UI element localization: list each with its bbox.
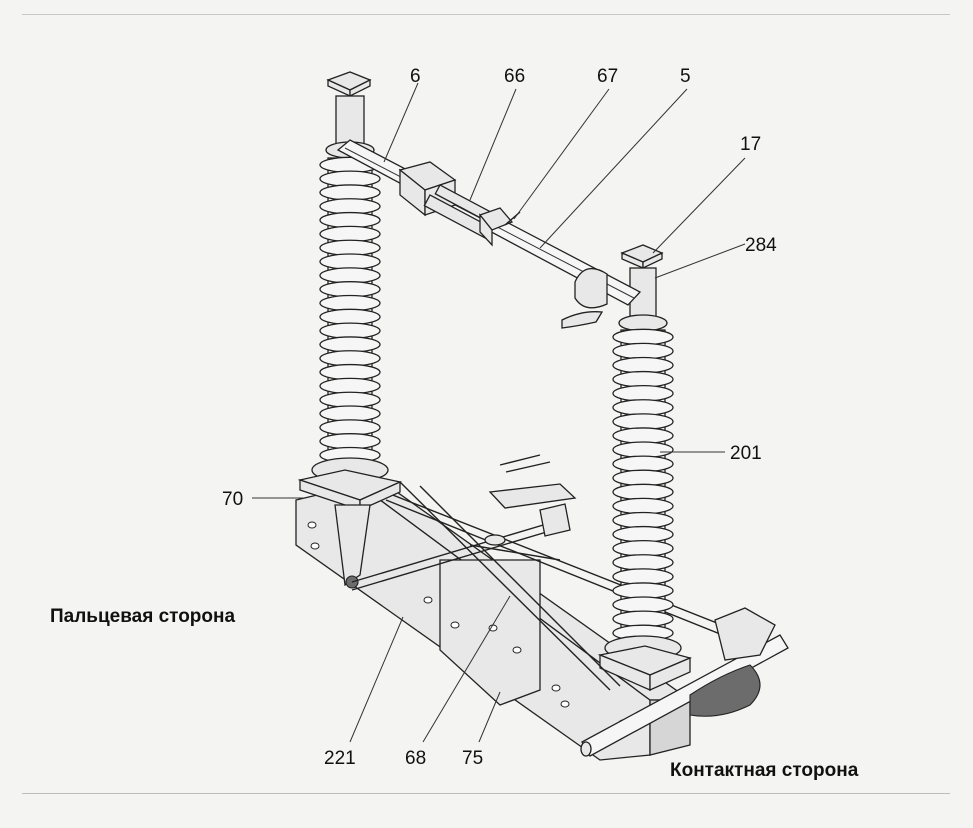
insulator-shed <box>319 211 381 229</box>
insulator-shed <box>612 511 674 529</box>
insulator-shed <box>319 350 381 367</box>
insulator-shed <box>612 525 674 543</box>
insulator-shed <box>612 356 674 374</box>
callout-5: 5 <box>680 66 691 87</box>
insulator-shed <box>612 328 674 346</box>
insulator-shed <box>319 294 381 312</box>
insulator-shed <box>319 419 381 436</box>
insulator-shed <box>612 455 674 473</box>
insulator-shed <box>612 370 674 388</box>
insulator-shed <box>319 184 381 201</box>
insulator-shed <box>319 253 381 270</box>
callout-75: 75 <box>462 748 483 769</box>
insulator-shed <box>319 308 381 326</box>
insulator-shed <box>319 363 381 381</box>
insulator-shed <box>612 483 674 501</box>
insulator-shed <box>319 239 381 257</box>
callout-221: 221 <box>324 748 356 769</box>
callout-17: 17 <box>740 134 761 155</box>
figure-frame <box>22 14 950 794</box>
finger-side-label: Пальцевая сторона <box>50 606 235 627</box>
insulator-shed <box>612 582 674 600</box>
insulator-shed <box>612 568 674 585</box>
callout-70: 70 <box>222 489 243 510</box>
insulator-shed <box>612 540 674 557</box>
callout-68: 68 <box>405 748 426 769</box>
insulator-shed <box>612 427 674 445</box>
callout-284: 284 <box>745 235 777 256</box>
insulator-shed <box>319 377 381 395</box>
insulator-shed <box>612 469 674 487</box>
callout-labels: 6 66 67 5 17 284 201 70 221 68 75 <box>222 66 777 769</box>
insulator-shed <box>612 385 674 402</box>
insulator-shed <box>612 596 674 614</box>
insulator-shed <box>612 497 674 515</box>
insulator-shed <box>612 399 674 416</box>
drive-mechanism <box>351 454 621 691</box>
contact-side-label: Контактная сторона <box>670 760 859 781</box>
insulator-shed <box>319 267 381 284</box>
insulator-shed <box>612 441 674 459</box>
callout-6: 6 <box>410 66 421 87</box>
insulator-shed <box>319 322 381 339</box>
insulator-shed <box>319 225 381 243</box>
insulator-shed <box>319 198 381 215</box>
insulator-shed <box>319 170 381 187</box>
insulator-shed <box>612 342 674 360</box>
insulator-shed <box>319 391 381 409</box>
insulator-shed <box>319 281 381 298</box>
leader-lines <box>252 82 746 743</box>
callout-201: 201 <box>730 443 762 464</box>
callout-67: 67 <box>597 66 618 87</box>
contact-side-tube <box>580 607 789 757</box>
callout-66: 66 <box>504 66 525 87</box>
insulator-shed <box>612 554 674 571</box>
right-insulator-column <box>597 244 692 692</box>
insulator-shed <box>319 433 381 450</box>
insulator-shed <box>612 413 674 430</box>
insulator-shed <box>612 610 674 628</box>
insulator-shed <box>319 336 381 353</box>
insulator-shed <box>319 405 381 422</box>
blade-mechanism <box>398 161 521 247</box>
